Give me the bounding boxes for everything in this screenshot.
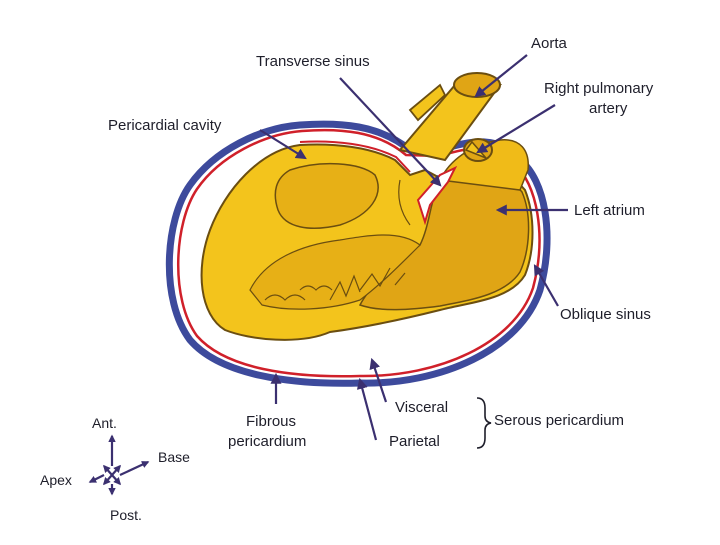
arrow-aorta [474,54,528,98]
ventricle-region [249,234,421,310]
label-aorta: Aorta [531,35,568,52]
label-arrows [259,54,568,441]
arrow-pericardial-cavity [259,129,307,160]
right-pulmonary-artery-vessel [463,138,493,162]
label-pericardial-cavity: Pericardial cavity [108,117,222,134]
label-ant: Ant. [92,415,117,431]
serous-visceral-layer [299,140,411,173]
label-serous-pericardium: Serous pericardium [494,412,624,429]
arrow-visceral [369,357,388,403]
arrow-parietal [356,377,378,441]
aorta-vessel [398,72,502,162]
label-right-pulmonary-artery-1: Right pulmonary [544,80,654,97]
label-base: Base [158,449,190,465]
arrow-right-pulmonary-artery [476,104,556,154]
label-left-atrium: Left atrium [574,202,645,219]
interior-chamber [274,162,379,229]
label-apex: Apex [40,472,72,488]
label-parietal: Parietal [389,433,440,450]
muscle-texture [264,179,411,301]
label-fibrous-pericardium-1: Fibrous [246,413,296,430]
label-right-pulmonary-artery-2: artery [589,100,628,117]
left-atrium-upper-lobe [438,139,529,191]
label-oblique-sinus: Oblique sinus [560,306,651,323]
orientation-compass [88,434,150,496]
label-transverse-sinus: Transverse sinus [256,53,370,70]
label-fibrous-pericardium-2: pericardium [228,433,306,450]
serous-brace [476,397,492,449]
label-post: Post. [110,507,142,523]
label-visceral: Visceral [395,399,448,416]
arrow-oblique-sinus [533,264,559,307]
arrow-transverse-sinus [339,77,442,187]
